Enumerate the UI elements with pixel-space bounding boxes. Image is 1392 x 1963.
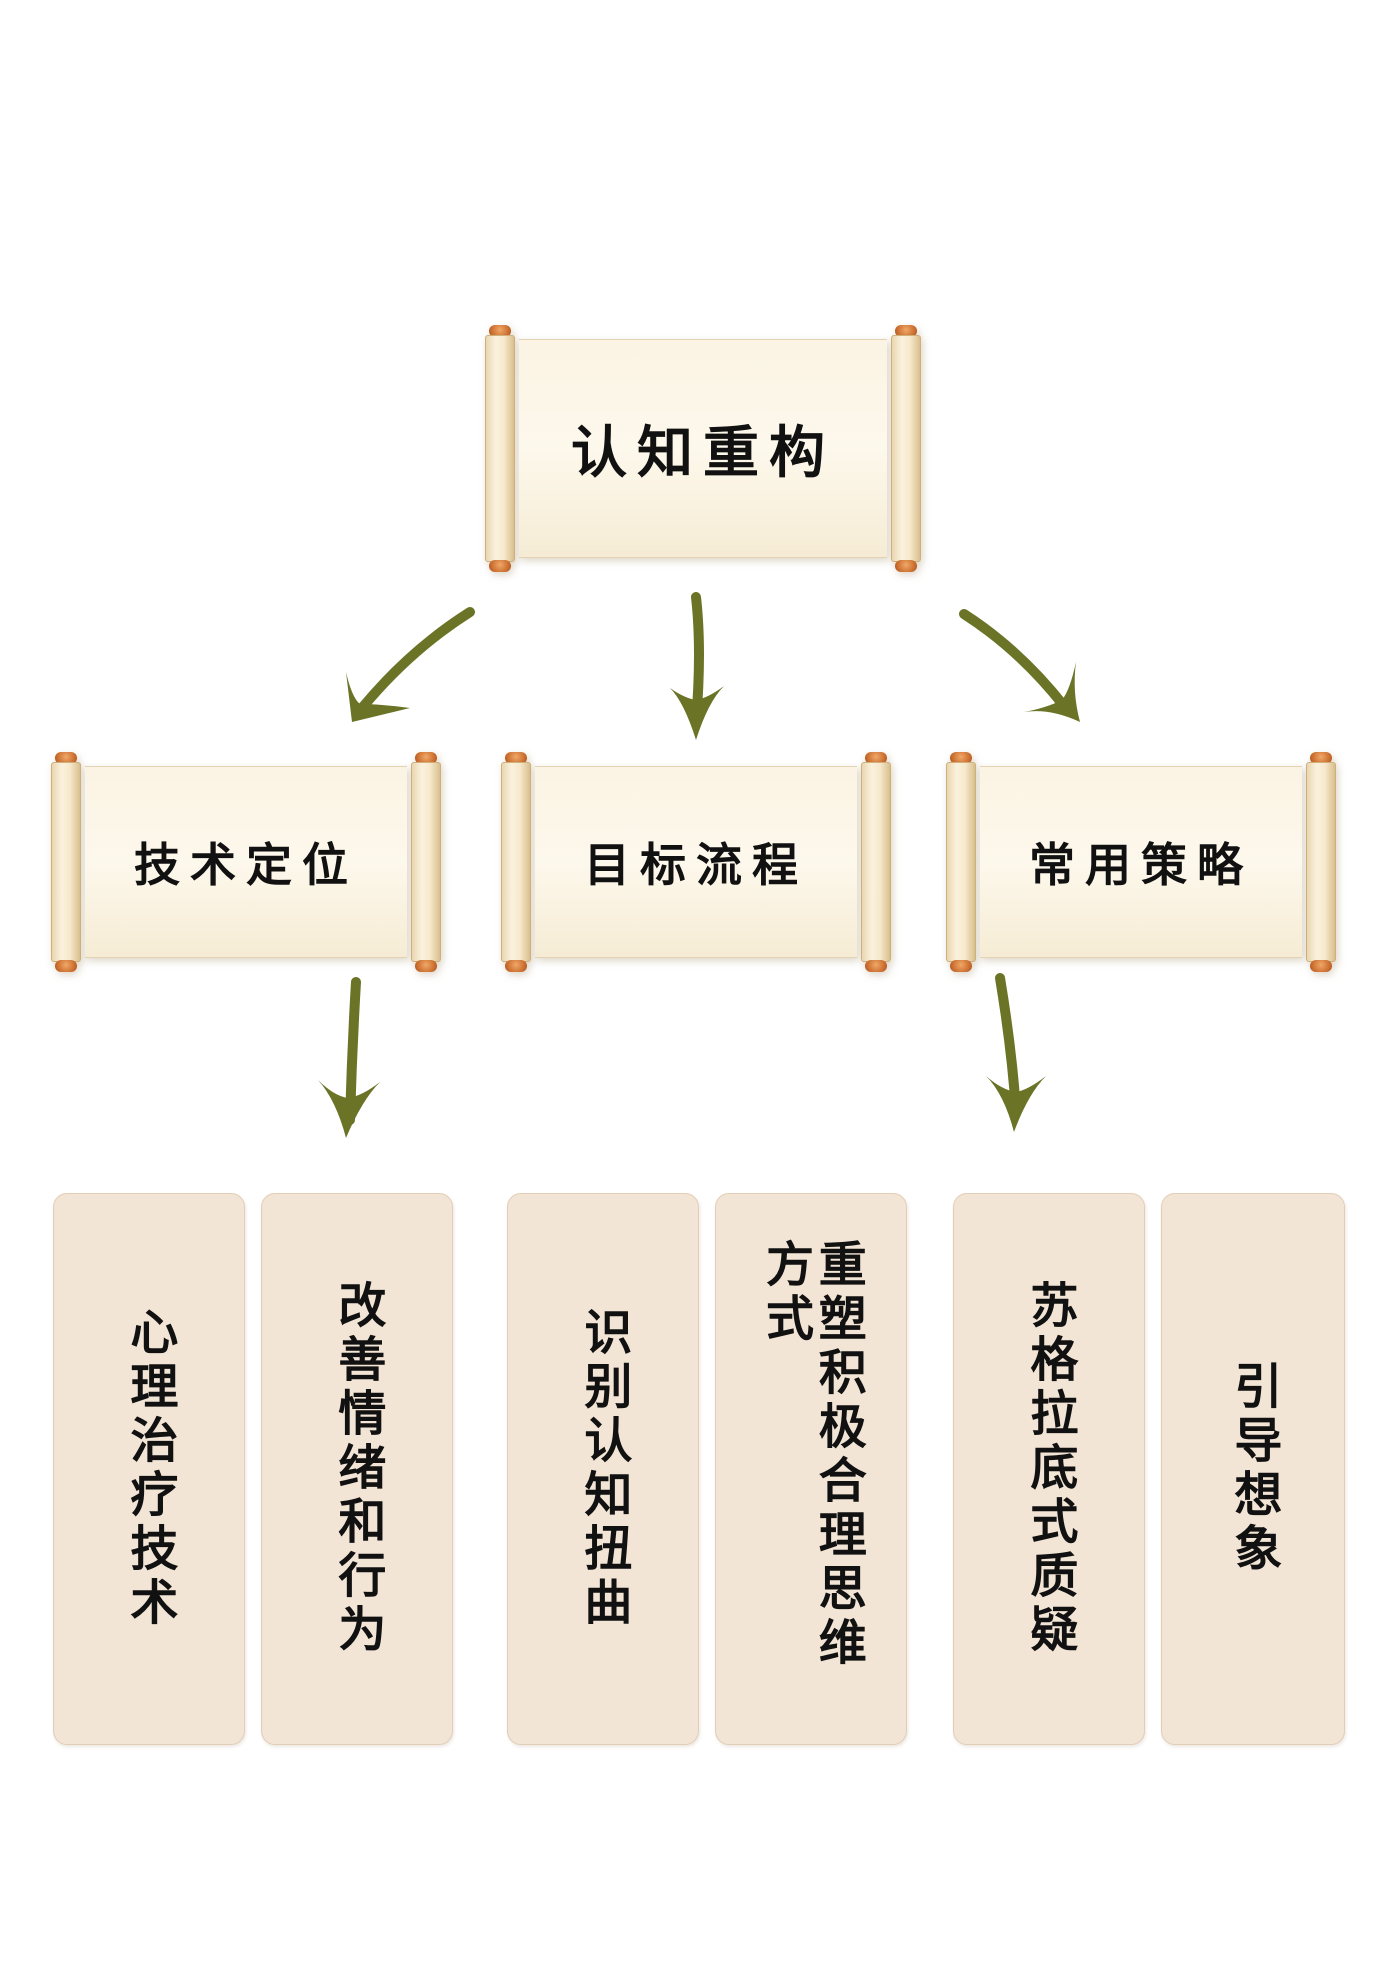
arrow-strategy-to-leaves (986, 973, 1046, 1132)
leaf-card-socratic: 苏格拉底式质疑 (953, 1193, 1145, 1745)
leaf-label: 识别认知扭曲 (575, 1307, 632, 1631)
arrow-root-to-tech (346, 607, 475, 722)
leaf-label: 重塑积极合理思维方式 (757, 1239, 866, 1671)
leaf-card-psychotherapy: 心理治疗技术 (53, 1193, 245, 1745)
branch-node-goal: 目标流程 (497, 752, 895, 972)
leaf-card-reshape-thinking: 重塑积极合理思维方式 (715, 1193, 907, 1745)
scroll-paper (519, 339, 887, 558)
leaf-card-guided-imagery: 引导想象 (1161, 1193, 1345, 1745)
root-node-scroll: 认知重构 (481, 325, 925, 572)
leaf-card-improve-emotion: 改善情绪和行为 (261, 1193, 453, 1745)
branch-label-strategy: 常用策略 (1029, 838, 1253, 892)
leaf-label: 引导想象 (1225, 1361, 1282, 1577)
leaf-card-identify-distortion: 识别认知扭曲 (507, 1193, 699, 1745)
leaf-label: 心理治疗技术 (121, 1307, 178, 1631)
root-label: 认知重构 (571, 420, 835, 486)
branch-label-tech: 技术定位 (134, 838, 358, 892)
branch-label-goal: 目标流程 (584, 838, 808, 892)
branch-node-tech: 技术定位 (47, 752, 445, 972)
leaf-label: 苏格拉底式质疑 (1021, 1280, 1078, 1658)
scroll-roller-right (887, 325, 925, 572)
arrow-root-to-goal (670, 592, 724, 740)
branch-node-strategy: 常用策略 (942, 752, 1340, 972)
arrow-root-to-strategy (959, 609, 1080, 722)
scroll-roller-left (481, 325, 519, 572)
arrow-tech-to-leaves (318, 977, 380, 1138)
leaf-label: 改善情绪和行为 (329, 1280, 386, 1658)
